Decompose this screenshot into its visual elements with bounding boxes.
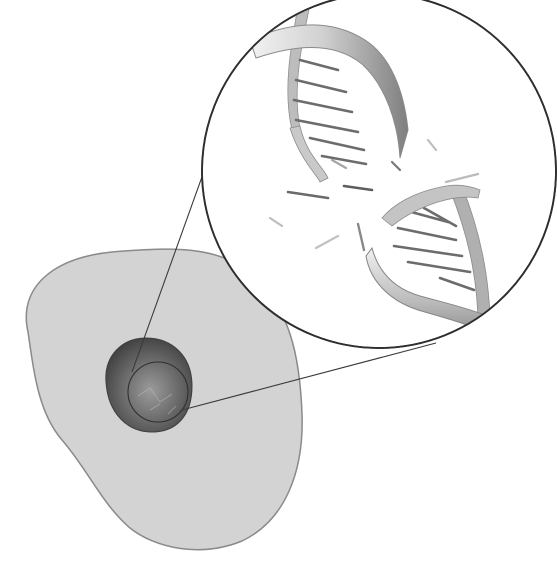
dna-damage-illustration: [0, 0, 557, 557]
illustration-canvas: [0, 0, 557, 557]
